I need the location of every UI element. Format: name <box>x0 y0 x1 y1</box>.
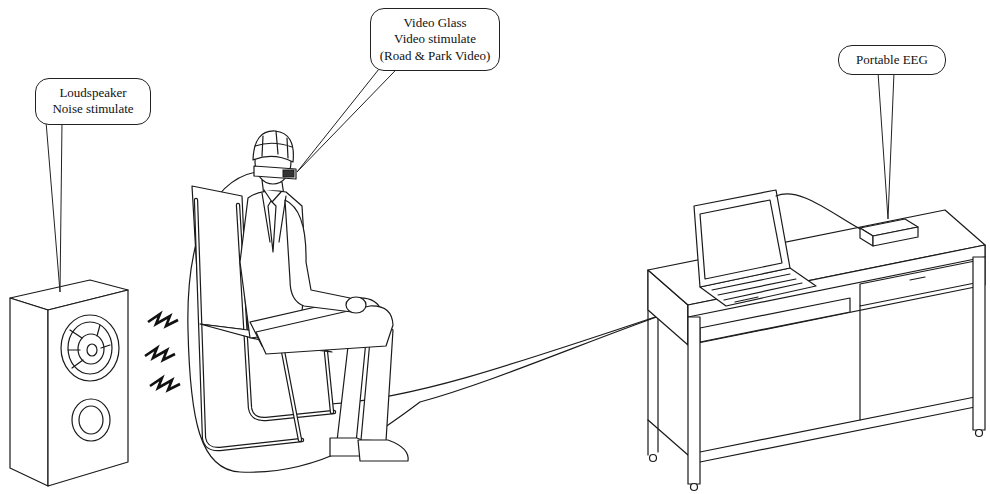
chair-part <box>282 346 300 440</box>
laptop-part <box>700 200 782 279</box>
callout-bubble: LoudspeakerNoise stimulate <box>35 78 151 125</box>
desk-part <box>976 430 983 437</box>
loudspeaker <box>10 280 128 486</box>
callout-heading: Portable EEG <box>846 52 938 68</box>
loudspeaker-part <box>79 406 103 434</box>
seated-person-part <box>358 440 408 461</box>
sound-wave-symbol <box>145 314 180 390</box>
seated-person-part <box>256 306 393 354</box>
callout-heading: Loudspeaker <box>43 85 143 101</box>
loudspeaker-part <box>68 325 110 368</box>
chair-part <box>326 352 332 412</box>
desk-part <box>650 455 657 462</box>
callout-tail <box>878 72 894 219</box>
seated-person-part <box>262 193 286 242</box>
laptop <box>694 190 816 306</box>
loudspeaker-part <box>87 344 97 356</box>
eeg-cable-part <box>188 172 705 472</box>
seated-person-part <box>255 131 292 158</box>
seated-person <box>240 131 408 461</box>
loudspeaker-part <box>68 322 112 374</box>
callout-text: Video stimulate (Road & Park Video) <box>378 31 492 64</box>
chair-part <box>326 352 332 412</box>
callout-tail <box>297 68 398 172</box>
loudspeaker-part <box>10 298 48 486</box>
seated-person-part <box>346 297 366 313</box>
seated-person-part <box>264 190 281 202</box>
seated-person-part <box>253 131 293 162</box>
desk-part <box>648 420 688 455</box>
seated-person-part <box>254 166 296 179</box>
eeg-amplifier-part <box>776 194 862 230</box>
chair-part <box>282 346 300 440</box>
loudspeaker-part <box>72 399 110 441</box>
sound-wave-symbol-part <box>150 378 180 390</box>
callout-bubble: Video GlassVideo stimulate (Road & Park … <box>370 8 500 71</box>
callout-tail <box>46 122 62 293</box>
desk-part <box>973 257 985 430</box>
sound-wave-symbol-part <box>148 314 178 326</box>
eeg-cable <box>188 172 712 472</box>
callout-text: Noise stimulate <box>43 101 143 117</box>
desk-part <box>700 397 975 462</box>
callout-heading: Video Glass <box>378 15 492 31</box>
seated-person-part <box>283 170 294 177</box>
laptop-part <box>694 190 790 287</box>
eeg-amplifier <box>776 194 918 246</box>
sound-wave-symbol-part <box>145 348 175 360</box>
callout-bubble: Portable EEG <box>838 45 946 75</box>
loudspeaker-part <box>48 290 128 486</box>
desk-part <box>910 277 925 280</box>
seated-person-part <box>268 201 276 252</box>
eeg-amplifier-part <box>873 227 918 246</box>
desk-part <box>859 306 860 420</box>
loudspeaker-part <box>61 315 119 381</box>
desk-part <box>860 261 975 306</box>
desk-part <box>691 484 698 491</box>
eeg-amplifier-part <box>860 228 873 246</box>
desk-part <box>700 298 850 342</box>
desk-part <box>688 317 700 484</box>
seated-person-part <box>285 200 352 312</box>
